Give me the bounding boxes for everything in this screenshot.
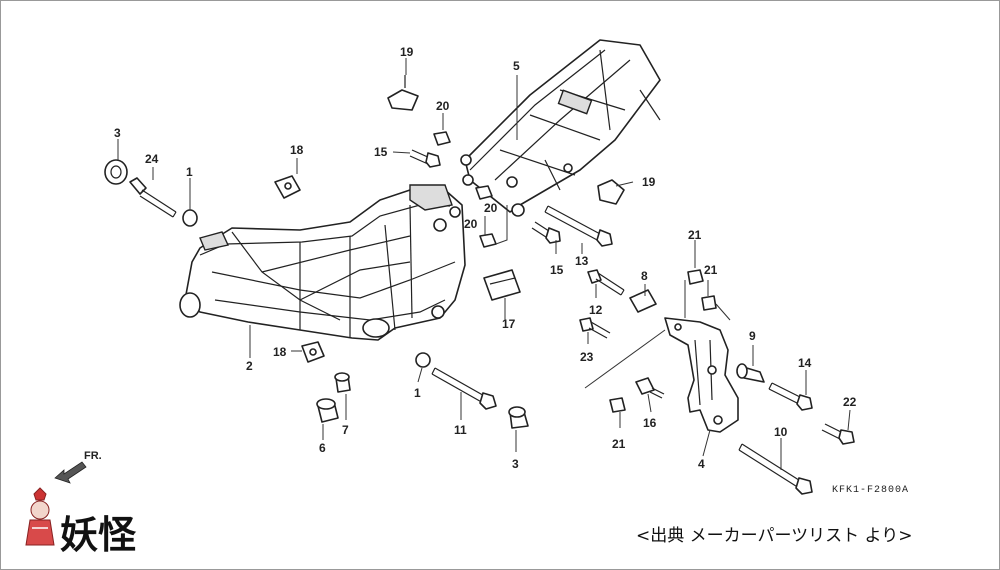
clamp-19a [387, 75, 419, 111]
washer-1a [182, 209, 198, 227]
label-part-12: 12 [589, 303, 603, 317]
label-part-20b: 20 [484, 201, 498, 215]
label-part-3b: 3 [512, 457, 519, 471]
nut-20a [433, 131, 451, 146]
collar-3b [508, 406, 529, 429]
label-part-8: 8 [641, 269, 648, 283]
label-part-22: 22 [843, 395, 857, 409]
nut-21c [609, 397, 626, 413]
bolt-14 [768, 382, 813, 411]
bolt-16 [635, 377, 665, 399]
label-part-2: 2 [246, 359, 253, 373]
label-part-5: 5 [513, 59, 520, 73]
label-part-23: 23 [580, 350, 594, 364]
logo-text: 妖怪 [60, 512, 137, 557]
washer-1b [415, 352, 431, 368]
bolt-15a [409, 149, 441, 168]
bolt-11 [431, 367, 497, 410]
label-part-19a: 19 [400, 45, 414, 59]
label-part-21b: 21 [704, 263, 718, 277]
mascot-icon [25, 487, 55, 546]
figure-code: KFK1-F2800A [832, 485, 909, 496]
bolt-22 [821, 423, 855, 445]
label-part-18a: 18 [290, 143, 304, 157]
arrow-icon [54, 461, 87, 484]
clip-18a [274, 175, 301, 199]
label-part-1b: 1 [414, 386, 421, 400]
collar-6 [316, 398, 339, 423]
label-part-21a: 21 [688, 228, 702, 242]
label-part-6: 6 [319, 441, 326, 455]
label-part-20c: 20 [464, 217, 478, 231]
label-part-24: 24 [145, 152, 159, 166]
main-frame-part [179, 184, 466, 341]
bolt-23 [579, 317, 611, 339]
front-direction-arrow: FR. [54, 450, 102, 484]
nut-21a [687, 269, 704, 285]
label-part-3a: 3 [114, 126, 121, 140]
bolt-15b [531, 221, 561, 244]
bracket-part [664, 317, 739, 433]
label-part-15a: 15 [374, 145, 388, 159]
label-part-15b: 15 [550, 263, 564, 277]
label-part-17: 17 [502, 317, 516, 331]
label-part-13: 13 [575, 254, 589, 268]
bolt-24 [129, 177, 177, 218]
label-part-4: 4 [698, 457, 705, 471]
source-note: <出典 メーカーパーツリスト より> [636, 526, 912, 546]
site-logo: 妖怪 [25, 487, 137, 557]
label-part-10: 10 [774, 425, 788, 439]
front-arrow-label: FR. [84, 450, 102, 462]
collar-8 [629, 289, 657, 313]
rear-subframe-part [460, 39, 661, 217]
bolt-12 [587, 269, 625, 296]
bolt-13 [544, 205, 613, 247]
clip-18b [301, 341, 325, 363]
bolt-10 [738, 443, 813, 495]
label-part-11: 11 [454, 423, 467, 437]
nut-21b [701, 295, 717, 311]
label-part-1a: 1 [186, 165, 193, 179]
label-part-21c: 21 [612, 437, 626, 451]
clip-17 [483, 269, 521, 301]
collar-7 [334, 372, 351, 393]
nut-20b [475, 185, 493, 200]
label-part-18b: 18 [273, 345, 287, 359]
label-part-9: 9 [749, 329, 756, 343]
label-part-7: 7 [342, 423, 349, 437]
collar-3a [104, 159, 128, 185]
label-part-14: 14 [798, 356, 812, 370]
leader-lines [117, 58, 851, 470]
collar-9 [736, 363, 765, 383]
label-part-16: 16 [643, 416, 657, 430]
label-part-19b: 19 [642, 175, 656, 189]
label-part-20a: 20 [436, 99, 450, 113]
